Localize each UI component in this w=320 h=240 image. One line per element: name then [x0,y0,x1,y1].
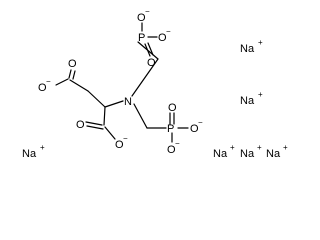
charge-o-top-right: − [166,27,171,36]
bond-c2-odouble-a [85,121,103,126]
atom-o-acid1-minus: O [38,82,47,94]
bond-c2-ominus [104,126,116,140]
atom-o-top-left: O [137,12,146,24]
atom-o-pbot-bottom: O [167,144,176,156]
counterion-na: Na [240,43,255,55]
counterion-na-charge: + [258,90,263,99]
charge-o-acid1: − [46,77,51,86]
atom-o-acid1-double: O [68,58,77,70]
atom-o-acid2-double: O [76,119,85,131]
bond-ch2-ch [87,90,106,108]
bond-n-ch2-bot [133,103,148,129]
counterion-na: Na [266,148,281,160]
atom-n-center: N [124,96,132,108]
bond-c1-odouble-a [68,69,72,79]
counterion-na-charge: + [283,143,288,152]
counterion-na: Na [213,148,228,160]
atom-o-top-right: O [158,32,167,44]
bond-pt-ch2 [137,41,159,60]
charge-o-top-left: − [145,7,150,16]
counterion-na-charge: + [257,143,262,152]
bond-c1-odouble-b [72,70,76,80]
charge-o-acid2: − [123,134,128,143]
atom-o-top-bottom: O [147,57,156,69]
atom-p-top: P [138,32,145,44]
charge-o-pbot-bottom: − [175,139,180,148]
counterion-na-charge: + [258,38,263,47]
charge-o-pbot-right: − [198,118,203,127]
bond-ch2-n-top [131,58,159,97]
bond-ch-n [104,100,124,108]
counterion-na: Na [22,148,37,160]
counterion-na-charge: + [230,143,235,152]
counterion-na: Na [240,148,255,160]
structure-diagram: O − P O − O O O − N O O − P O O − O − Na… [22,7,288,160]
bond-c1-ch2 [69,79,89,92]
counterion-na: Na [240,95,255,107]
bond-pt-obottom-b [147,42,154,56]
bond-c2-odouble-b [86,125,104,130]
bond-ch-c2 [103,106,106,126]
atom-o-acid2-minus: O [115,139,124,151]
atom-o-pbot-double: O [168,102,177,114]
counterion-na-charge: + [40,143,45,152]
atom-p-bottom: P [167,123,174,135]
molecule-drawing: O − P O − O O O − N O O − P O O − O − Na… [22,7,288,160]
atom-o-pbot-right: O [190,123,199,135]
bond-c1-ominus [55,78,69,86]
